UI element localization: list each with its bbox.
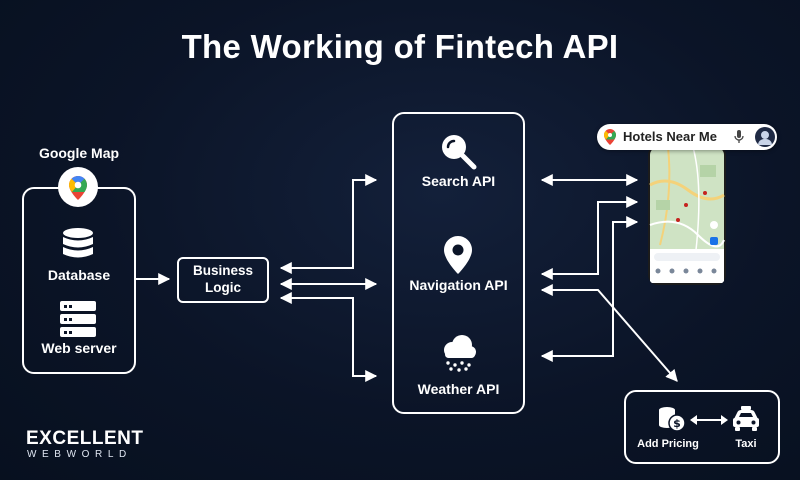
phone-search-bar[interactable]: Hotels Near Me xyxy=(597,124,777,150)
business-logic-label: Business Logic xyxy=(192,263,254,295)
arrow-navigation-phone xyxy=(540,196,639,280)
google-maps-pin-icon xyxy=(58,167,98,207)
phone-mockup xyxy=(648,145,726,285)
arrow-logic-search xyxy=(279,174,378,274)
magnifier-icon xyxy=(442,135,477,170)
server-icon xyxy=(60,301,96,337)
brand-name: EXCELLENT xyxy=(26,428,144,449)
double-arrow-icon xyxy=(690,415,728,425)
google-map-label: Google Map xyxy=(38,145,120,161)
phone-search-text: Hotels Near Me xyxy=(623,129,717,144)
pricing-box xyxy=(624,390,780,464)
page-title: The Working of Fintech API xyxy=(181,28,619,65)
taxi-icon xyxy=(733,406,759,431)
weather-api-label: Weather API xyxy=(417,381,500,397)
business-logic-box xyxy=(177,257,269,303)
location-pin-icon xyxy=(444,236,472,274)
search-api-label: Search API xyxy=(421,173,496,189)
navigation-api-label: Navigation API xyxy=(409,277,508,293)
add-pricing-label: Add Pricing xyxy=(637,438,699,450)
web-server-label: Web server xyxy=(41,340,117,356)
api-column-box xyxy=(392,112,525,414)
google-maps-pin-icon xyxy=(604,129,616,145)
taxi-label: Taxi xyxy=(735,438,757,450)
brand-tagline: WEBWORLD xyxy=(27,449,132,460)
database-icon xyxy=(63,228,93,258)
coins-icon: $ xyxy=(659,407,686,432)
arrow-navigation-pricing xyxy=(540,284,678,382)
avatar[interactable] xyxy=(755,127,775,147)
arrow-logic-weather xyxy=(279,292,378,382)
database-label: Database xyxy=(47,267,111,283)
microphone-icon[interactable] xyxy=(734,130,744,144)
snow-cloud-icon xyxy=(444,335,476,372)
svg-text:$: $ xyxy=(673,417,681,430)
